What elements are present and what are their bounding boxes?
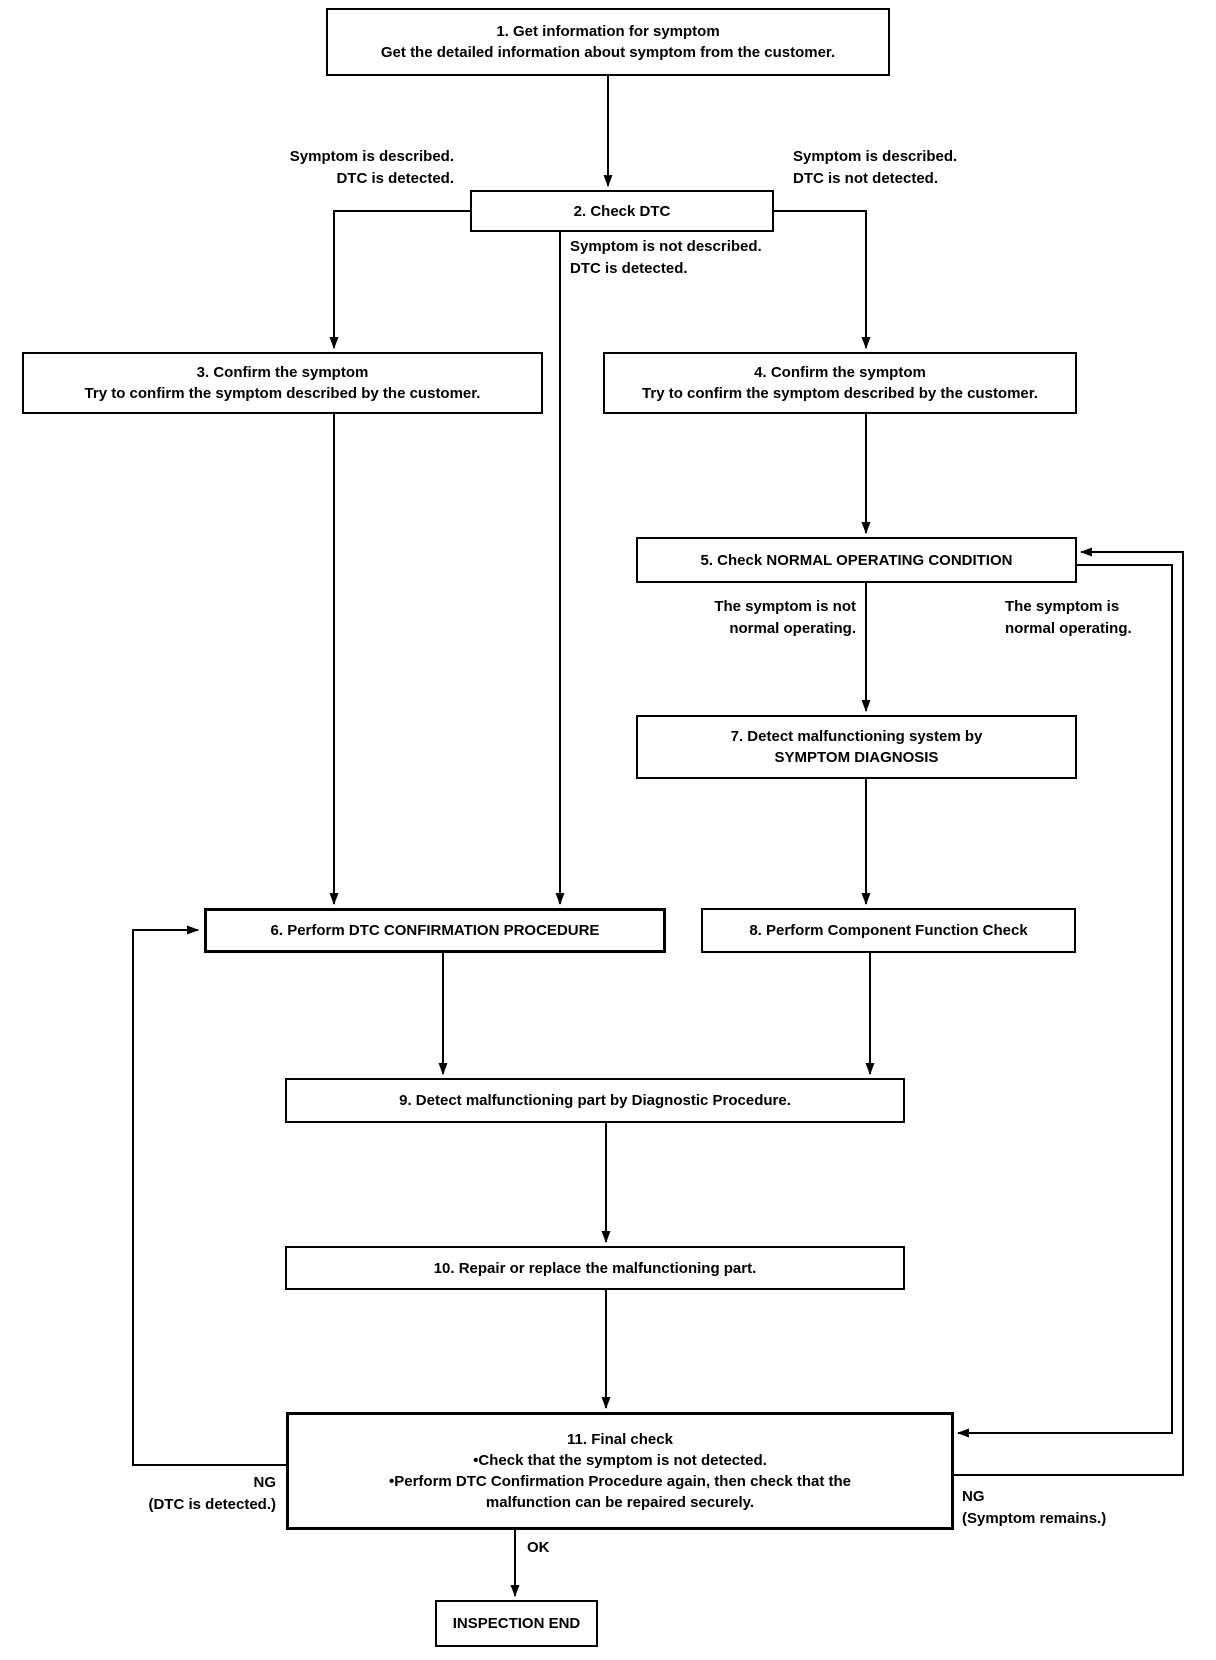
connector-n2-n4 <box>774 210 871 349</box>
node-text: 10. Repair or replace the malfunctioning… <box>433 1259 757 1277</box>
node-9-detect-malfunctioning-part: 9. Detect malfunctioning part by Diagnos… <box>285 1078 905 1123</box>
label-symptom-described-dtc-detected: Symptom is described. DTC is detected. <box>290 146 454 190</box>
node-8-component-function-check: 8. Perform Component Function Check <box>701 908 1076 953</box>
node-text: INSPECTION END <box>452 1615 581 1632</box>
label-symptom-not-described-dtc-detected: Symptom is not described. DTC is detecte… <box>570 236 762 280</box>
node-1-get-information: 1. Get information for symptom Get the d… <box>326 8 890 76</box>
node-10-repair-or-replace: 10. Repair or replace the malfunctioning… <box>285 1246 905 1290</box>
node-text: Try to confirm the symptom described by … <box>84 385 481 402</box>
node-11-final-check: 11. Final check •Check that the symptom … <box>286 1412 954 1530</box>
label-text: The symptom is not <box>714 598 856 615</box>
connector-n2-n3 <box>329 210 470 349</box>
connector-ng-symptom-remains-loop <box>954 547 1184 1476</box>
label-text: The symptom is <box>1005 598 1120 615</box>
node-text: 2. Check DTC <box>573 202 671 220</box>
node-12-inspection-end: INSPECTION END <box>435 1600 598 1647</box>
node-text: 8. Perform Component Function Check <box>749 922 1028 939</box>
label-ok: OK <box>527 1539 550 1556</box>
label-text: DTC is detected. <box>570 260 688 277</box>
node-text: 9. Detect malfunctioning part by Diagnos… <box>399 1092 791 1109</box>
label-text: normal operating. <box>729 620 856 637</box>
node-7-symptom-diagnosis: 7. Detect malfunctioning system by SYMPT… <box>636 715 1077 779</box>
label-text: Symptom is not described. <box>570 238 762 255</box>
label-text: NG <box>962 1488 985 1505</box>
node-6-dtc-confirmation-procedure: 6. Perform DTC CONFIRMATION PROCEDURE <box>204 908 666 953</box>
node-4-confirm-symptom: 4. Confirm the symptom Try to confirm th… <box>603 352 1077 414</box>
connector-ng-dtc-detected-loop <box>132 925 286 1466</box>
label-text: Symptom is described. <box>793 148 958 165</box>
node-text: 7. Detect malfunctioning system by <box>730 728 983 745</box>
node-text: 3. Confirm the symptom <box>196 364 369 381</box>
node-2-check-dtc: 2. Check DTC <box>470 190 774 232</box>
node-text: Get the detailed information about sympt… <box>380 44 836 61</box>
label-symptom-not-normal-operating: The symptom is not normal operating. <box>714 596 856 640</box>
node-text: •Check that the symptom is not detected. <box>473 1452 767 1469</box>
label-text: DTC is not detected. <box>793 170 939 187</box>
node-text: 6. Perform DTC CONFIRMATION PROCEDURE <box>270 922 600 939</box>
label-text: (Symptom remains.) <box>962 1510 1107 1527</box>
node-text: 1. Get information for symptom <box>496 23 720 40</box>
label-symptom-described-dtc-not-detected: Symptom is described. DTC is not detecte… <box>793 146 957 190</box>
node-text: SYMPTOM DIAGNOSIS <box>774 749 939 766</box>
label-ng-dtc-detected: NG (DTC is detected.) <box>148 1472 276 1516</box>
label-ng-symptom-remains: NG (Symptom remains.) <box>962 1486 1106 1530</box>
label-text: Symptom is described. <box>289 148 454 165</box>
label-symptom-normal-operating: The symptom is normal operating. <box>1005 596 1132 640</box>
label-text: (DTC is detected.) <box>148 1496 276 1513</box>
node-5-check-normal-operating-condition: 5. Check NORMAL OPERATING CONDITION <box>636 537 1077 583</box>
node-text: 5. Check NORMAL OPERATING CONDITION <box>700 551 1013 569</box>
label-text: normal operating. <box>1005 620 1132 637</box>
connector-n5-n11-normal-operating <box>957 564 1173 1438</box>
node-text: 11. Final check <box>567 1431 673 1448</box>
node-text: •Perform DTC Confirmation Procedure agai… <box>389 1473 851 1490</box>
node-text: 4. Confirm the symptom <box>754 364 926 381</box>
node-text: malfunction can be repaired securely. <box>485 1494 755 1511</box>
node-text: Try to confirm the symptom described by … <box>642 385 1038 402</box>
node-3-confirm-symptom: 3. Confirm the symptom Try to confirm th… <box>22 352 543 414</box>
label-text: NG <box>253 1474 277 1491</box>
label-text: DTC is detected. <box>336 170 454 187</box>
